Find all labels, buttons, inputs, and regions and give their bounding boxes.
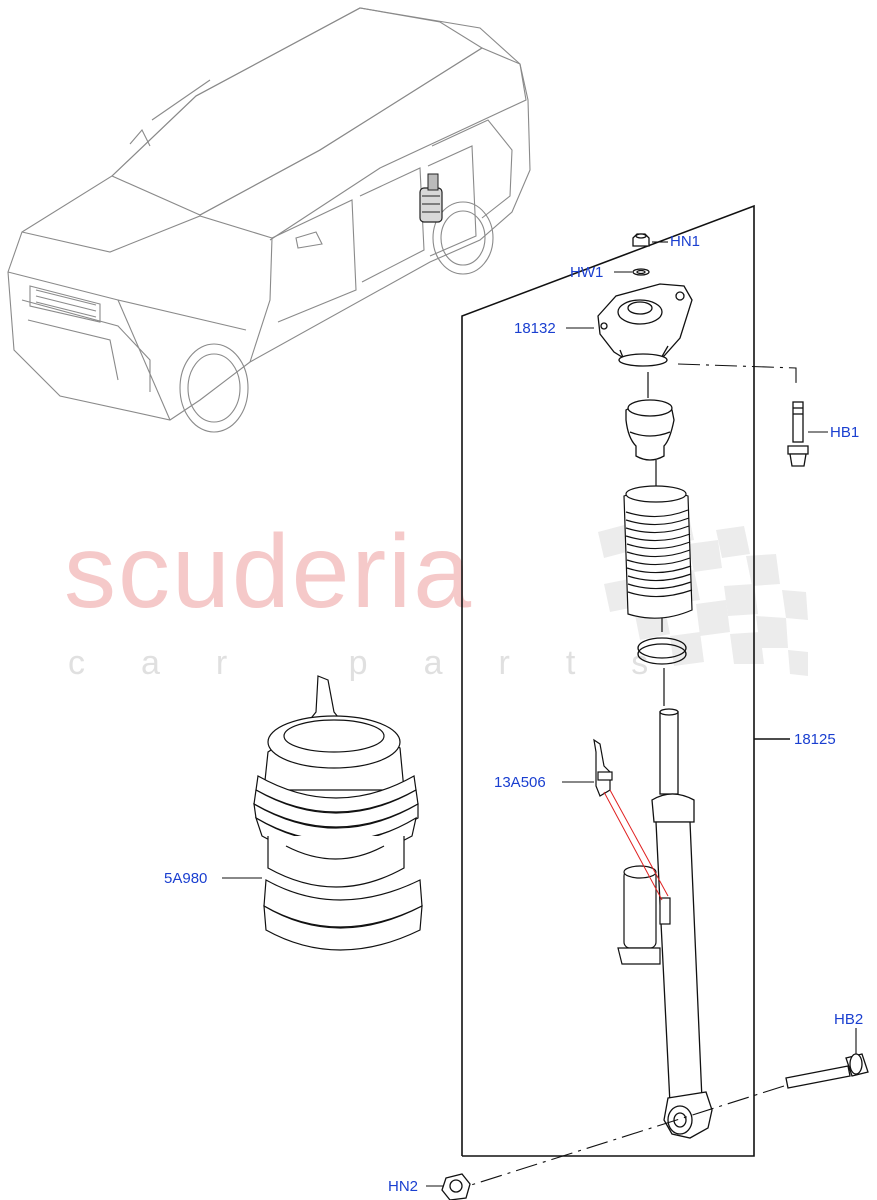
hn2-nut: [441, 1173, 471, 1200]
boot-clamp: [637, 637, 687, 665]
clip-red-guide: [603, 789, 669, 901]
damper-18125: [651, 708, 713, 1139]
air-spring-5a980: [253, 675, 423, 951]
callout-18125[interactable]: 18125: [794, 731, 836, 748]
callout-hb2[interactable]: HB2: [834, 1011, 864, 1028]
callout-5a980[interactable]: 5A980: [164, 870, 208, 887]
watermark-sub-text: car parts: [68, 644, 705, 682]
callout-13a506[interactable]: 13A506: [494, 774, 546, 791]
assembly-bracket-18125: [461, 204, 790, 1157]
callout-hw1[interactable]: HW1: [570, 264, 604, 281]
watermark-logo-text: scuderia: [64, 514, 474, 630]
bump-stop: [625, 399, 675, 461]
callout-18132[interactable]: 18132: [514, 320, 556, 337]
clip-13a506: [593, 738, 613, 797]
dust-boot: [623, 485, 693, 619]
hb1-bolt: [787, 401, 809, 467]
hw1-washer: [632, 268, 650, 276]
callout-hn2[interactable]: HN2: [388, 1178, 419, 1195]
damper-valve: [617, 865, 671, 965]
hn1-nut: [632, 233, 650, 247]
vehicle-strut-highlight: [419, 173, 443, 223]
vehicle-outline: [7, 7, 531, 433]
top-mount-18132: [597, 283, 693, 367]
hb1-dashdot-leader: [677, 363, 797, 386]
lower-bolt-dashdot-leader: [467, 1085, 785, 1187]
hb2-bolt: [785, 1053, 869, 1089]
callout-hb1[interactable]: HB1: [830, 424, 860, 441]
callout-hn1[interactable]: HN1: [670, 233, 701, 250]
